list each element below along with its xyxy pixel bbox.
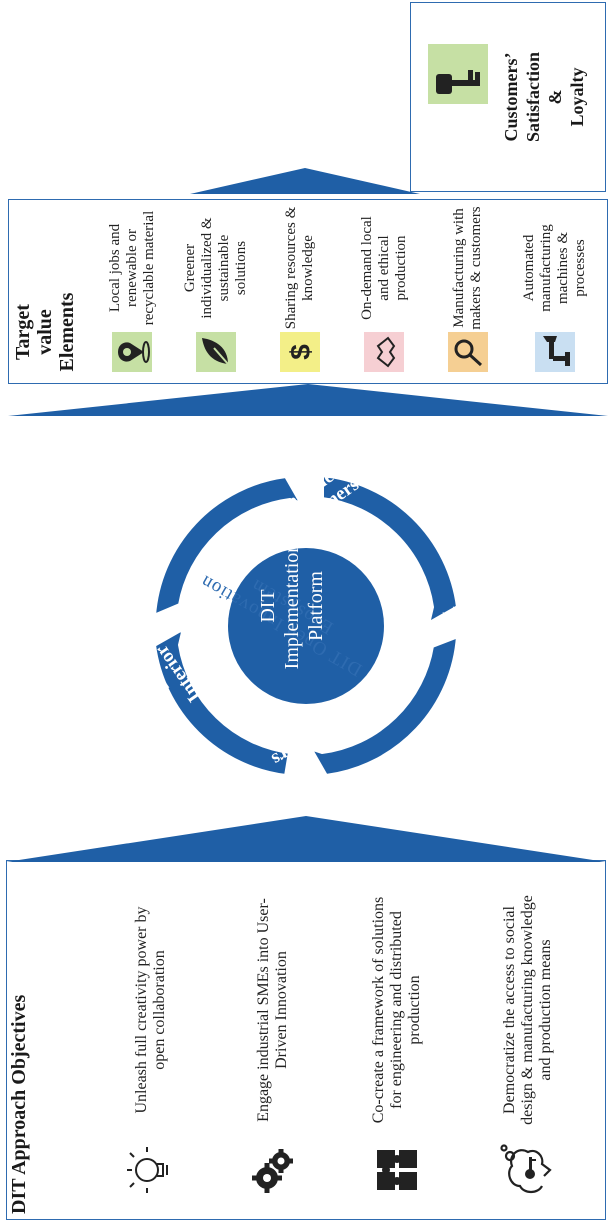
objective-label: Democratize the access to social design … (501, 895, 554, 1125)
hub-line: Implementation (281, 542, 303, 670)
key-icon (428, 44, 488, 104)
value-item: Manufacturing with makers & customers (428, 204, 508, 374)
dollar-icon: $ (278, 330, 322, 374)
hub-line: Platform (305, 571, 327, 641)
value-item: Local jobs and renewable or recyclable m… (92, 204, 172, 374)
value-item: $ Sharing resources & knowledge (260, 204, 340, 374)
title-line: Customers’ (501, 52, 521, 142)
objective-item: Co-create a framework of solutions for e… (338, 870, 456, 1210)
objectives-title: DIT Approach Objectives (8, 994, 30, 1214)
title-line: Elements (56, 292, 78, 372)
objective-label: Co-create a framework of solutions for e… (370, 896, 423, 1124)
title-line: & (545, 89, 565, 105)
objective-item: Democratize the access to social design … (458, 870, 598, 1210)
objectives-arrow (6, 816, 606, 862)
value-elements-title: Target value Elements (12, 282, 78, 382)
svg-text:$: $ (285, 344, 316, 360)
puzzle-icon (369, 1130, 425, 1210)
magnifier-icon (446, 330, 490, 374)
value-arrow (8, 384, 608, 416)
gears-icon (245, 1130, 301, 1210)
objective-item: Unleash full creativity power by open co… (92, 870, 210, 1210)
value-label: On-demand local and ethical production (358, 216, 409, 320)
hub-line: DIT (257, 589, 279, 623)
segment-consumers (320, 472, 461, 628)
title-line: Target value (12, 304, 56, 360)
handshake-icon (362, 330, 406, 374)
value-label: Automated manufacturing machines & proce… (521, 224, 588, 312)
value-label: Greener individualized & sustainable sol… (182, 217, 249, 319)
outcome-arrow (190, 168, 420, 194)
lightbulb-icon (123, 1130, 179, 1210)
head-keys-icon (498, 1130, 558, 1210)
segment-manufacturers (305, 633, 461, 779)
location-pin-icon (110, 330, 154, 374)
segment-designers (151, 473, 307, 620)
hub-label: DIT Implementation Platform (256, 536, 328, 676)
title-line: Loyalty (567, 67, 587, 127)
segment-makers (151, 624, 293, 779)
ecosystem-wheel (151, 472, 461, 779)
objective-item: Engage industrial SMEs into User-Driven … (214, 870, 332, 1210)
value-item: Greener individualized & sustainable sol… (176, 204, 256, 374)
objective-label: Engage industrial SMEs into User-Driven … (255, 898, 290, 1122)
value-label: Sharing resources & knowledge (283, 206, 316, 330)
value-item: Automated manufacturing machines & proce… (512, 204, 598, 374)
value-item: On-demand local and ethical production (344, 204, 424, 374)
objective-label: Unleash full creativity power by open co… (133, 906, 168, 1114)
robot-arm-icon (533, 330, 577, 374)
leaf-icon (194, 330, 238, 374)
title-line: Satisfaction (523, 52, 543, 142)
outcome-title: Customers’ Satisfaction & Loyalty (500, 4, 588, 190)
value-label: Local jobs and renewable or recyclable m… (106, 210, 157, 326)
value-label: Manufacturing with makers & customers (451, 206, 484, 330)
hub-circle (228, 548, 384, 704)
